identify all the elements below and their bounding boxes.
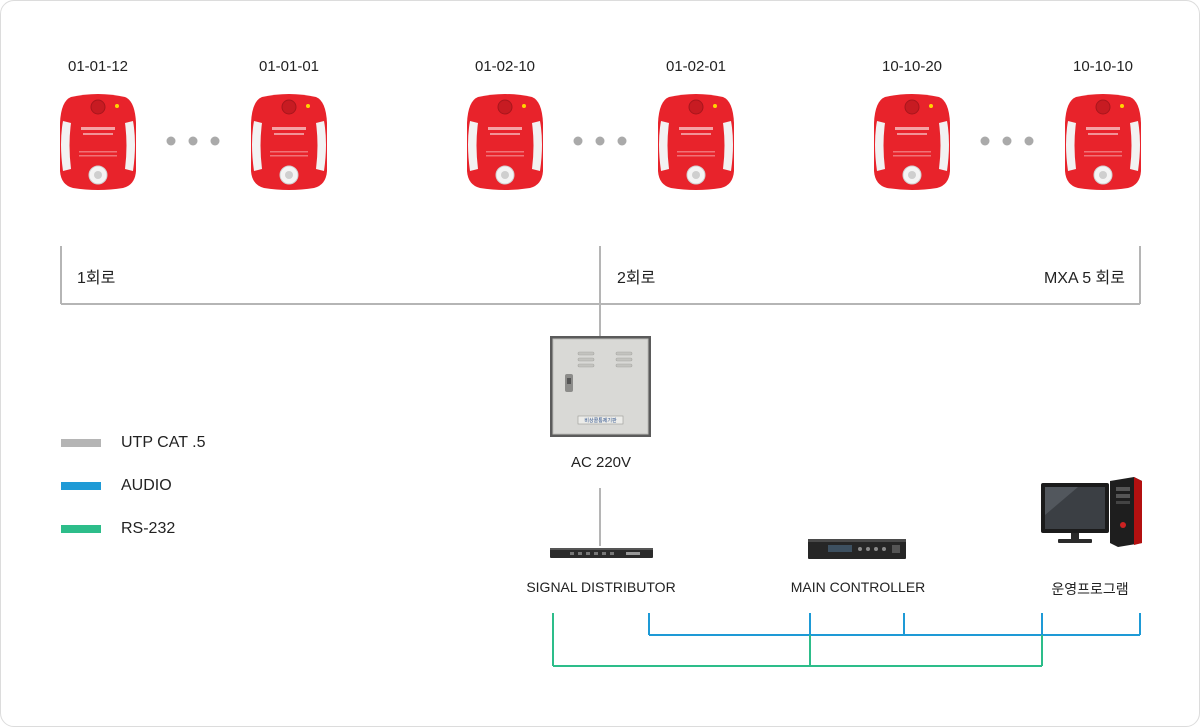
legend-item-utp: UTP CAT .5	[61, 434, 205, 452]
ellipsis-dots	[166, 136, 220, 146]
device-label: 10-10-10	[1072, 58, 1134, 75]
computer-icon	[1041, 477, 1142, 547]
legend-label: AUDIO	[121, 477, 172, 494]
legend-label: UTP CAT .5	[121, 434, 206, 451]
operation-program-label: 운영프로그램	[1051, 581, 1129, 597]
circuit-label-5: MXA 5 회로	[1043, 270, 1125, 287]
circuit-label-2: 2회로	[617, 270, 656, 287]
legend-swatch-audio	[61, 482, 101, 490]
ellipsis-dots	[573, 136, 627, 146]
device-label: 10-10-20	[881, 58, 943, 75]
signal-distributor-label: SIGNAL DISTRIBUTOR	[526, 579, 676, 595]
power-label: AC 220V	[570, 454, 632, 471]
cabinet-plate-text: 비상콜통제기판	[584, 417, 617, 424]
legend-swatch-rs232	[61, 525, 101, 533]
main-controller-label: MAIN CONTROLLER	[790, 579, 926, 595]
device-label: 01-01-01	[258, 58, 320, 75]
legend-item-audio: AUDIO	[61, 477, 172, 495]
main-controller-icon	[808, 539, 906, 559]
legend-label: RS-232	[121, 520, 176, 537]
device-label: 01-01-12	[67, 58, 129, 75]
ellipsis-dots	[980, 136, 1034, 146]
circuit-label-1: 1회로	[77, 270, 116, 287]
legend-item-rs232: RS-232	[61, 520, 175, 538]
device-label: 01-02-10	[474, 58, 536, 75]
legend-swatch-utp	[61, 439, 101, 447]
device-label: 01-02-01	[665, 58, 727, 75]
control-cabinet-icon: 비상콜통제기판	[550, 336, 651, 437]
signal-distributor-icon	[550, 548, 653, 558]
